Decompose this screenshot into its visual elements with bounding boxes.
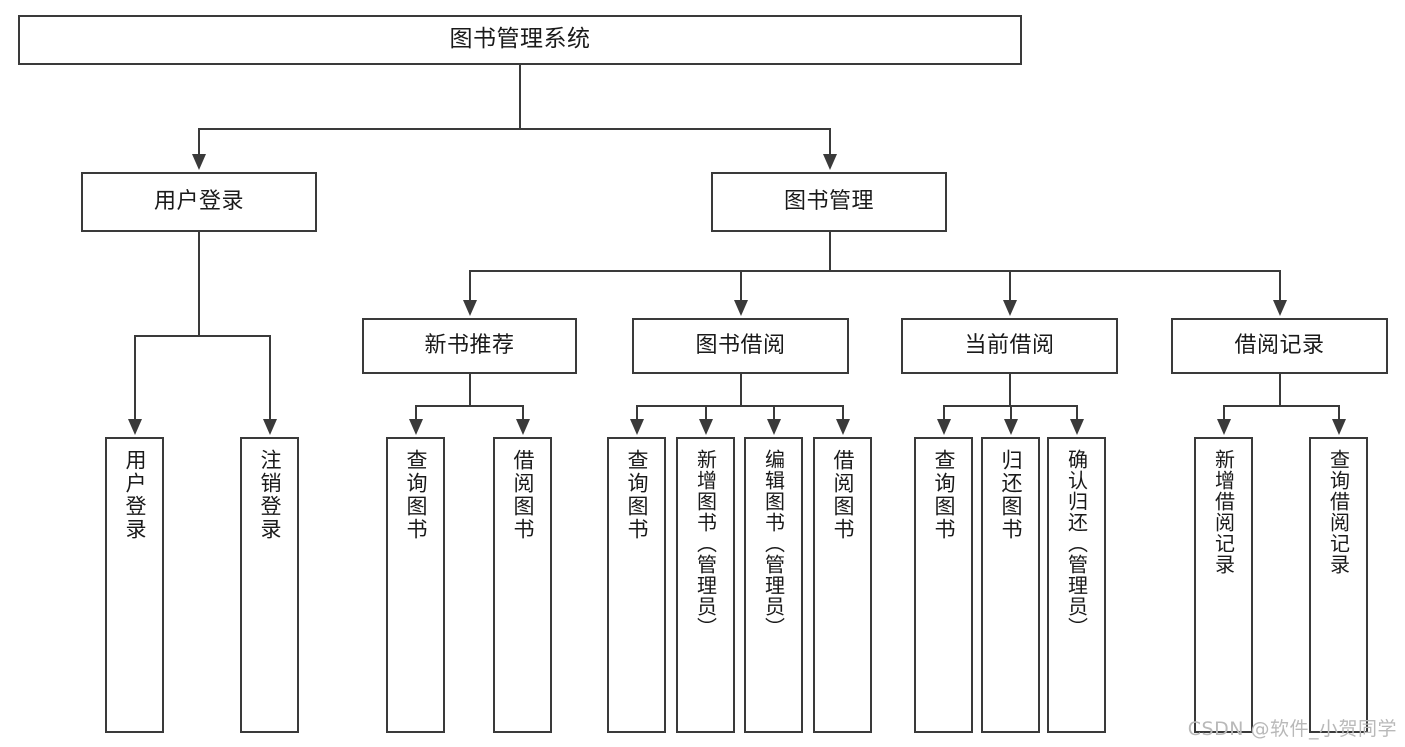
connector-borrow-record-bar (1223, 405, 1339, 407)
node-book-borrow[interactable]: 图书借阅 (632, 318, 849, 374)
connector-new-book-to-leaf-2 (522, 405, 524, 421)
node-leaf-query-book-3[interactable]: 查询图书 (914, 437, 973, 733)
node-leaf-query-book-1[interactable]: 查询图书 (386, 437, 445, 733)
connector-user-login-to-leaf-2 (269, 335, 271, 420)
connector-new-book-to-leaf-1 (415, 405, 417, 421)
arrow-book-borrow-to-leaf-3 (767, 419, 781, 435)
connector-book-manage-to-book-borrow (740, 270, 742, 301)
connector-book-borrow-to-leaf-2 (705, 405, 707, 421)
node-leaf-query-book-2-label: 查询图书 (625, 449, 649, 541)
node-leaf-confirm-return-label: 确认归还（管理员） (1064, 449, 1089, 638)
node-leaf-confirm-return[interactable]: 确认归还（管理员） (1047, 437, 1106, 733)
connector-current-borrow-to-leaf-2 (1010, 405, 1012, 421)
connector-book-borrow-to-leaf-3 (773, 405, 775, 421)
arrow-book-borrow-to-leaf-2 (699, 419, 713, 435)
arrow-book-manage-to-borrow-record (1273, 300, 1287, 316)
node-leaf-user-login-label: 用户登录 (123, 449, 147, 541)
connector-book-borrow-bar (636, 405, 843, 407)
node-leaf-user-login[interactable]: 用户登录 (105, 437, 164, 733)
node-leaf-query-record[interactable]: 查询借阅记录 (1309, 437, 1368, 733)
connector-user-login-to-leaf-1 (134, 335, 136, 420)
connector-borrow-record-stem (1279, 374, 1281, 405)
node-leaf-logout-login[interactable]: 注销登录 (240, 437, 299, 733)
connector-book-manage-bar (469, 270, 1280, 272)
connector-root-to-book-manage (829, 128, 831, 156)
arrow-current-borrow-to-leaf-1 (937, 419, 951, 435)
node-leaf-logout-login-label: 注销登录 (258, 449, 282, 541)
connector-book-manage-to-borrow-record (1279, 270, 1281, 301)
node-user-login-label: 用户登录 (153, 189, 244, 215)
connector-new-book-stem (469, 374, 471, 405)
node-leaf-borrow-book-2[interactable]: 借阅图书 (813, 437, 872, 733)
arrow-current-borrow-to-leaf-2 (1004, 419, 1018, 435)
connector-borrow-record-to-leaf-2 (1338, 405, 1340, 421)
node-borrow-record[interactable]: 借阅记录 (1171, 318, 1388, 374)
connector-user-login-stem (198, 232, 200, 335)
connector-book-manage-to-new-book (469, 270, 471, 301)
connector-user-login-bar (134, 335, 270, 337)
connector-root-stem (519, 65, 521, 128)
node-user-login[interactable]: 用户登录 (81, 172, 317, 232)
node-leaf-query-record-label: 查询借阅记录 (1326, 449, 1351, 575)
arrow-book-manage-to-book-borrow (734, 300, 748, 316)
node-borrow-record-label: 借阅记录 (1234, 333, 1325, 359)
watermark: CSDN @软件_小贺同学 (1187, 718, 1397, 740)
node-leaf-edit-book-label: 编辑图书（管理员） (761, 449, 786, 638)
arrow-user-login-to-leaf-1 (128, 419, 142, 435)
node-leaf-return-book-label: 归还图书 (999, 449, 1023, 541)
connector-current-borrow-to-leaf-3 (1076, 405, 1078, 421)
node-leaf-add-book-label: 新增图书（管理员） (693, 449, 718, 638)
node-new-book-recommend-label: 新书推荐 (424, 333, 515, 359)
arrow-current-borrow-to-leaf-3 (1070, 419, 1084, 435)
node-leaf-add-record[interactable]: 新增借阅记录 (1194, 437, 1253, 733)
arrow-book-borrow-to-leaf-4 (836, 419, 850, 435)
connector-book-borrow-to-leaf-4 (842, 405, 844, 421)
node-leaf-query-book-2[interactable]: 查询图书 (607, 437, 666, 733)
connector-root-bar (198, 128, 831, 130)
connector-current-borrow-stem (1009, 374, 1011, 405)
arrow-borrow-record-to-leaf-2 (1332, 419, 1346, 435)
connector-book-borrow-stem (740, 374, 742, 405)
node-leaf-borrow-book-1[interactable]: 借阅图书 (493, 437, 552, 733)
node-leaf-add-book[interactable]: 新增图书（管理员） (676, 437, 735, 733)
arrow-book-manage-to-new-book (463, 300, 477, 316)
connector-current-borrow-to-leaf-1 (943, 405, 945, 421)
node-current-borrow[interactable]: 当前借阅 (901, 318, 1118, 374)
node-root-label: 图书管理系统 (449, 26, 591, 53)
node-leaf-borrow-book-2-label: 借阅图书 (831, 449, 855, 541)
node-leaf-return-book[interactable]: 归还图书 (981, 437, 1040, 733)
arrow-root-to-book-manage (823, 154, 837, 170)
node-book-manage[interactable]: 图书管理 (711, 172, 947, 232)
arrow-borrow-record-to-leaf-1 (1217, 419, 1231, 435)
connector-new-book-bar (415, 405, 523, 407)
arrow-book-manage-to-current-borrow (1003, 300, 1017, 316)
node-leaf-edit-book[interactable]: 编辑图书（管理员） (744, 437, 803, 733)
node-root[interactable]: 图书管理系统 (18, 15, 1022, 65)
node-leaf-add-record-label: 新增借阅记录 (1211, 449, 1236, 575)
node-current-borrow-label: 当前借阅 (964, 333, 1055, 359)
arrow-new-book-to-leaf-2 (516, 419, 530, 435)
arrow-root-to-user-login (192, 154, 206, 170)
connector-book-manage-stem (829, 232, 831, 270)
node-book-manage-label: 图书管理 (783, 189, 874, 215)
connector-root-to-user-login (198, 128, 200, 156)
arrow-new-book-to-leaf-1 (409, 419, 423, 435)
node-new-book-recommend[interactable]: 新书推荐 (362, 318, 577, 374)
connector-book-manage-to-current-borrow (1009, 270, 1011, 301)
node-book-borrow-label: 图书借阅 (695, 333, 786, 359)
connector-borrow-record-to-leaf-1 (1223, 405, 1225, 421)
arrow-user-login-to-leaf-2 (263, 419, 277, 435)
connector-book-borrow-to-leaf-1 (636, 405, 638, 421)
node-leaf-borrow-book-1-label: 借阅图书 (511, 449, 535, 541)
node-leaf-query-book-1-label: 查询图书 (404, 449, 428, 541)
arrow-book-borrow-to-leaf-1 (630, 419, 644, 435)
node-leaf-query-book-3-label: 查询图书 (932, 449, 956, 541)
